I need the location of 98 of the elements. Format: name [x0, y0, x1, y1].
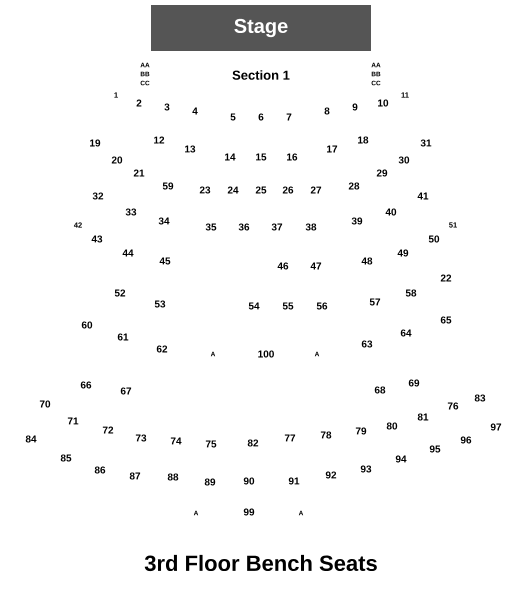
seat-number: 17	[327, 146, 338, 152]
seat-number: 64	[400, 329, 412, 337]
seat-number: 87	[130, 472, 140, 480]
seat-number: 5	[230, 114, 236, 120]
seat-number: 20	[112, 156, 122, 164]
seat-number: 7	[286, 114, 292, 120]
seat-number: 60	[82, 321, 92, 329]
seat-number: 44	[122, 250, 134, 256]
seat-number: 18	[358, 136, 368, 144]
seat-number: 58	[406, 289, 416, 297]
seat-number: 33	[126, 208, 136, 216]
seat-number: 48	[362, 257, 372, 265]
seat-number: 26	[282, 186, 294, 194]
seat-number: 66	[80, 381, 92, 389]
seat-number: 73	[136, 434, 146, 442]
seat-number: 53	[154, 300, 166, 308]
seat-number: 10	[378, 99, 388, 107]
seat-number: 47	[310, 262, 322, 270]
seat-number: 61	[118, 333, 128, 341]
seat-number: 71	[68, 418, 78, 424]
section-label: Section 1	[232, 70, 290, 80]
seat-number: 65	[440, 316, 452, 324]
seat-number: 37	[272, 223, 282, 231]
seat-number: 43	[92, 235, 102, 243]
stage-box: Stage	[151, 5, 371, 51]
seat-number: 22	[440, 274, 452, 282]
seat-number: 8	[324, 107, 330, 115]
seat-number: 13	[185, 145, 196, 153]
seat-number: 72	[102, 426, 114, 434]
seat-number: 91	[288, 477, 300, 485]
seat-number: 23	[200, 186, 210, 194]
seat-number: 49	[398, 249, 408, 257]
seat-number: 25	[256, 186, 266, 194]
seat-number: 100	[258, 350, 274, 358]
seat-number: 45	[160, 258, 170, 264]
seat-number: 74	[170, 438, 182, 444]
seat-number: 96	[460, 436, 472, 444]
seat-number: 57	[370, 298, 380, 306]
seat-number: 12	[154, 136, 164, 144]
seat-number: 15	[256, 154, 266, 160]
seat-number: 3	[164, 103, 170, 111]
seat-number: 78	[320, 431, 332, 439]
seat-number: 69	[408, 379, 420, 387]
seat-number: 30	[398, 156, 410, 164]
seat-number: 38	[306, 223, 316, 231]
seat-number: 50	[428, 235, 440, 243]
seat-number: 75	[206, 440, 216, 448]
seat-number: 19	[90, 139, 100, 147]
seat-number: 89	[204, 478, 216, 486]
seat-number: 28	[348, 182, 360, 190]
seat-number: 94	[396, 455, 406, 463]
seat-number: 36	[238, 223, 250, 231]
seat-number: 77	[284, 434, 296, 442]
seat-number: 27	[310, 186, 322, 194]
seat-number: 79	[356, 427, 366, 435]
seat-number: 4	[192, 108, 198, 114]
seat-number: 82	[248, 439, 258, 447]
seat-number: 40	[386, 208, 396, 216]
seat-number: 85	[60, 454, 72, 462]
seat-number: 46	[278, 262, 288, 270]
seat-number: 21	[134, 170, 144, 176]
seat-number: 62	[156, 345, 168, 353]
seat-number: 80	[386, 422, 398, 430]
seat-number: 56	[316, 302, 328, 310]
seat-number: 97	[490, 423, 502, 431]
seat-number: 52	[114, 289, 126, 297]
seat-number: 34	[158, 217, 170, 225]
seat-number: 93	[360, 465, 372, 473]
seat-number: 92	[326, 471, 336, 479]
seat-number: 90	[244, 477, 254, 485]
seat-number: 59	[162, 182, 174, 190]
seat-number: 95	[430, 445, 440, 453]
seat-number: 32	[92, 192, 104, 200]
seat-number: 54	[248, 302, 260, 310]
seat-number: 84	[26, 435, 36, 443]
seat-number: 2	[136, 100, 142, 106]
seat-number: 6	[258, 113, 264, 121]
seat-number: 88	[168, 473, 178, 481]
seat-number: 29	[376, 169, 388, 177]
seat-number: 68	[374, 386, 386, 394]
seat-number: 81	[418, 413, 428, 421]
seat-number: 16	[287, 153, 298, 161]
seat-number: 99	[244, 508, 254, 516]
seat-number: 63	[362, 340, 372, 348]
seat-number: 39	[352, 217, 362, 225]
seat-number: 24	[228, 186, 238, 194]
title: 3rd Floor Bench Seats	[144, 554, 377, 572]
seat-number: 55	[282, 302, 294, 310]
seat-number: 14	[225, 154, 236, 160]
seat-number: 70	[40, 400, 50, 408]
seat-number: 9	[352, 103, 358, 111]
seat-number: 76	[448, 402, 458, 410]
seat-number: 83	[474, 394, 486, 402]
seat-number: 86	[94, 466, 106, 474]
seat-number: 67	[120, 387, 132, 395]
seat-number: 31	[420, 139, 432, 147]
seat-number: 41	[418, 192, 428, 200]
seat-number: 35	[206, 223, 216, 231]
